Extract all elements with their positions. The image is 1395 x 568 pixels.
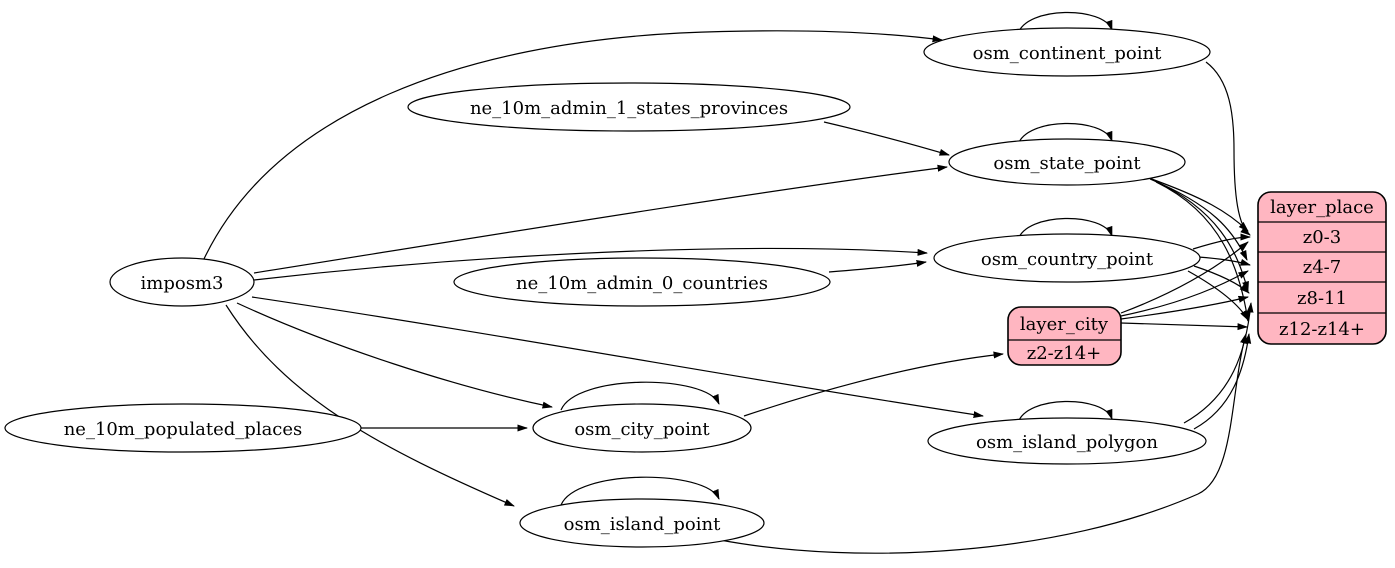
edge-osm-country-point-to-layer-place-z0-3 [1192,233,1251,250]
edge-ne1-to-osm-state-point [823,121,950,156]
edge-osm-island-polygon-to-layer-place-z8-11 [1183,302,1254,424]
nepp-label: ne_10m_populated_places [64,419,303,440]
edge-osm-continent-point-to-layer-place-z0-3 [1205,61,1251,236]
layer-city-box [1007,306,1122,366]
edge-layer-city-to-layer-place-z4-7 [1120,270,1249,317]
node-osm-island-polygon: osm_island_polygon [927,417,1207,465]
edge-osm-state-point-to-layer-place-z0-3 [1145,176,1249,232]
edge-layer-city-to-layer-place-z8-11 [1120,295,1249,320]
layer-place-row-z0-3: z0-3 [1303,227,1341,248]
imposm3-label: imposm3 [141,273,224,294]
ne0-ellipse [453,257,831,307]
node-osm-continent-point: osm_continent_point [923,27,1211,77]
imposm3-ellipse [109,257,255,307]
selfloop-osm-country-point [1017,217,1113,241]
edge-imposm3-to-osm-island-point [225,304,515,507]
osm-island-point-ellipse [519,498,765,548]
osm-continent-point-label: osm_continent_point [973,43,1162,64]
edge-imposm3-to-osm-state-point [253,164,948,274]
osm-state-point-label: osm_state_point [993,153,1141,174]
ne1-label: ne_10m_admin_1_states_provinces [470,98,788,119]
layer-place-row-z12-z14: z12-z14+ [1279,319,1365,340]
edge-layer-city-to-layer-place-z12 [1120,322,1248,331]
node-layer-city: layer_city z2-z14+ [1007,306,1122,366]
node-imposm3: imposm3 [109,257,255,307]
layer-place-row-z8-11: z8-11 [1297,288,1347,309]
node-osm-city-point: osm_city_point [532,403,752,453]
osm-island-polygon-ellipse [927,417,1207,465]
node-ne-10m-populated-places: ne_10m_populated_places [4,403,362,453]
selfloop-osm-city-point [560,381,720,411]
edge-imposm3-to-osm-continent-point [202,30,943,262]
osm-city-point-ellipse [532,403,752,453]
edge-osm-country-point-to-layer-place-z12 [1187,270,1249,321]
layer-place-row-z4-7: z4-7 [1303,257,1341,278]
layer-place-box [1257,191,1387,345]
selfloop-osm-continent-point [1017,11,1113,35]
node-ne-10m-admin-1-states-provinces: ne_10m_admin_1_states_provinces [407,82,851,132]
layer-city-title: layer_city [1020,314,1109,335]
edge-osm-island-point-to-layer-place-z12 [719,333,1247,554]
edge-ne0-to-osm-country-point [828,259,927,273]
selfloop-osm-island-point [560,476,720,506]
osm-city-point-label: osm_city_point [574,419,710,440]
ne1-ellipse [407,82,851,132]
node-osm-island-point: osm_island_point [519,498,765,548]
layer-city-row-z2-z14: z2-z14+ [1027,343,1102,364]
osm-island-point-label: osm_island_point [564,514,721,535]
nepp-ellipse [4,403,362,453]
selfloop-osm-island-polygon [1017,400,1113,424]
osm-island-polygon-label: osm_island_polygon [976,432,1158,453]
edge-layer-city-to-layer-place-z0-3 [1120,241,1249,314]
osm-country-point-ellipse [933,233,1201,283]
osm-country-point-label: osm_country_point [981,249,1154,270]
edge-imposm3-to-osm-city-point [236,302,553,409]
osm-continent-point-ellipse [923,27,1211,77]
edge-osm-island-polygon-to-layer-place-z12 [1193,333,1252,430]
layer-place-title: layer_place [1270,197,1374,218]
edge-imposm3-to-osm-country-point [253,247,928,281]
selfloop-osm-state-point [1017,122,1113,146]
osm-state-point-ellipse [948,138,1186,186]
edge-imposm3-to-osm-island-polygon [251,296,984,419]
node-layer-place: layer_place z0-3 z4-7 z8-11 z12-z14+ [1257,191,1387,345]
node-ne-10m-admin-0-countries: ne_10m_admin_0_countries [453,257,831,307]
node-osm-state-point: osm_state_point [948,138,1186,186]
ne0-label: ne_10m_admin_0_countries [516,273,768,294]
edge-osm-country-point-to-layer-place-z4-7 [1197,256,1251,266]
node-osm-country-point: osm_country_point [933,233,1201,283]
edge-osm-city-point-to-layer-city-z2 [743,351,1004,417]
